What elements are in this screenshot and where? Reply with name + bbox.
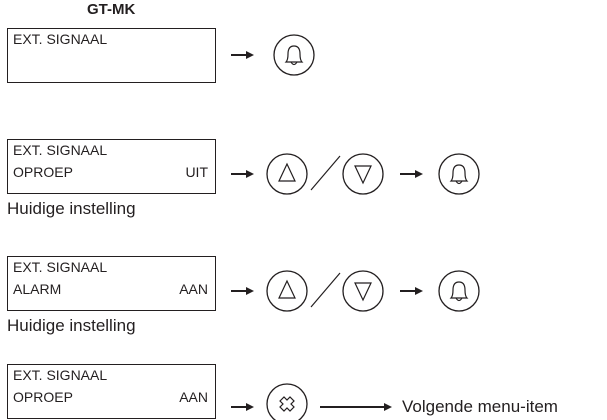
device-label: GT-MK [87,1,136,18]
bell-button-icon [438,270,480,312]
cancel-button-icon [266,383,308,420]
lcd-value: AAN [179,281,208,297]
next-menu-item-label: Volgende menu-item [402,397,558,416]
slash-separator [310,272,341,308]
slash-separator [310,155,341,191]
lcd-value: AAN [179,389,208,405]
lcd-line1: EXT. SIGNAAL [13,259,108,275]
current-setting-caption: Huidige instelling [7,316,136,335]
lcd-line1: EXT. SIGNAAL [13,367,108,383]
lcd-value: UIT [185,164,208,180]
bell-button-icon [273,34,315,76]
lcd-line2: OPROEP [13,164,73,180]
up-button-icon [266,270,308,312]
lcd-line2: OPROEP [13,389,73,405]
bell-button-icon [438,153,480,195]
current-setting-caption: Huidige instelling [7,199,136,218]
lcd-display-4: EXT. SIGNAAL OPROEP AAN [7,364,216,419]
down-button-icon [342,153,384,195]
lcd-display-1: EXT. SIGNAAL [7,28,216,83]
lcd-line1: EXT. SIGNAAL [13,31,108,47]
lcd-display-2: EXT. SIGNAAL OPROEP UIT [7,139,216,194]
lcd-display-3: EXT. SIGNAAL ALARM AAN [7,256,216,311]
up-button-icon [266,153,308,195]
lcd-line2: ALARM [13,281,62,297]
lcd-line1: EXT. SIGNAAL [13,142,108,158]
down-button-icon [342,270,384,312]
